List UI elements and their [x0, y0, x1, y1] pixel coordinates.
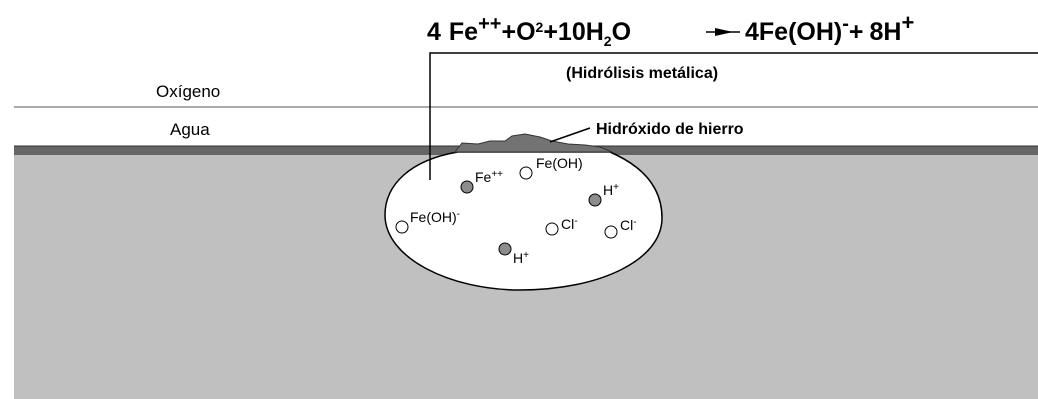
svg-text:Cl-: Cl-	[561, 216, 578, 232]
ion-marker	[519, 166, 533, 180]
ion-marker	[460, 180, 474, 194]
svg-text:H+: H+	[513, 250, 529, 266]
reaction-bracket-line	[429, 52, 1038, 180]
svg-text:Fe++: Fe++	[475, 169, 503, 185]
hydroxide-label: Hidróxido de hierro	[596, 121, 744, 138]
reaction-arrow	[706, 28, 740, 36]
svg-text:Fe(OH)-: Fe(OH)-	[410, 209, 460, 225]
ion-feoh-left: Fe(OH)-	[395, 209, 460, 234]
ion-marker	[588, 193, 602, 207]
ion-cl-mid: Cl-	[545, 216, 578, 236]
ion-marker	[604, 225, 618, 239]
ion-h-bottom: H+	[498, 242, 529, 266]
ion-cl-right: Cl-	[604, 217, 637, 239]
ion-marker	[545, 222, 559, 236]
ion-feoh-top: Fe(OH)	[519, 155, 583, 180]
svg-text:Fe(OH): Fe(OH)	[536, 155, 583, 171]
hydroxide-leader-line	[549, 127, 591, 143]
svg-text:Cl-: Cl-	[620, 217, 637, 233]
oxygen-label: Oxígeno	[156, 82, 220, 101]
ion-marker	[498, 242, 512, 256]
water-label: Agua	[170, 120, 210, 139]
hydroxide-deposit	[453, 133, 613, 153]
process-label: (Hidrólisis metálica)	[566, 65, 718, 82]
ion-fe2: Fe++	[460, 169, 503, 194]
svg-text:H+: H+	[603, 182, 619, 198]
ion-marker	[395, 220, 409, 234]
chemical-equation-right: 4Fe(OH)-+8H+	[745, 10, 914, 46]
corrosion-pit	[384, 151, 663, 291]
ion-h-right: H+	[588, 182, 619, 207]
